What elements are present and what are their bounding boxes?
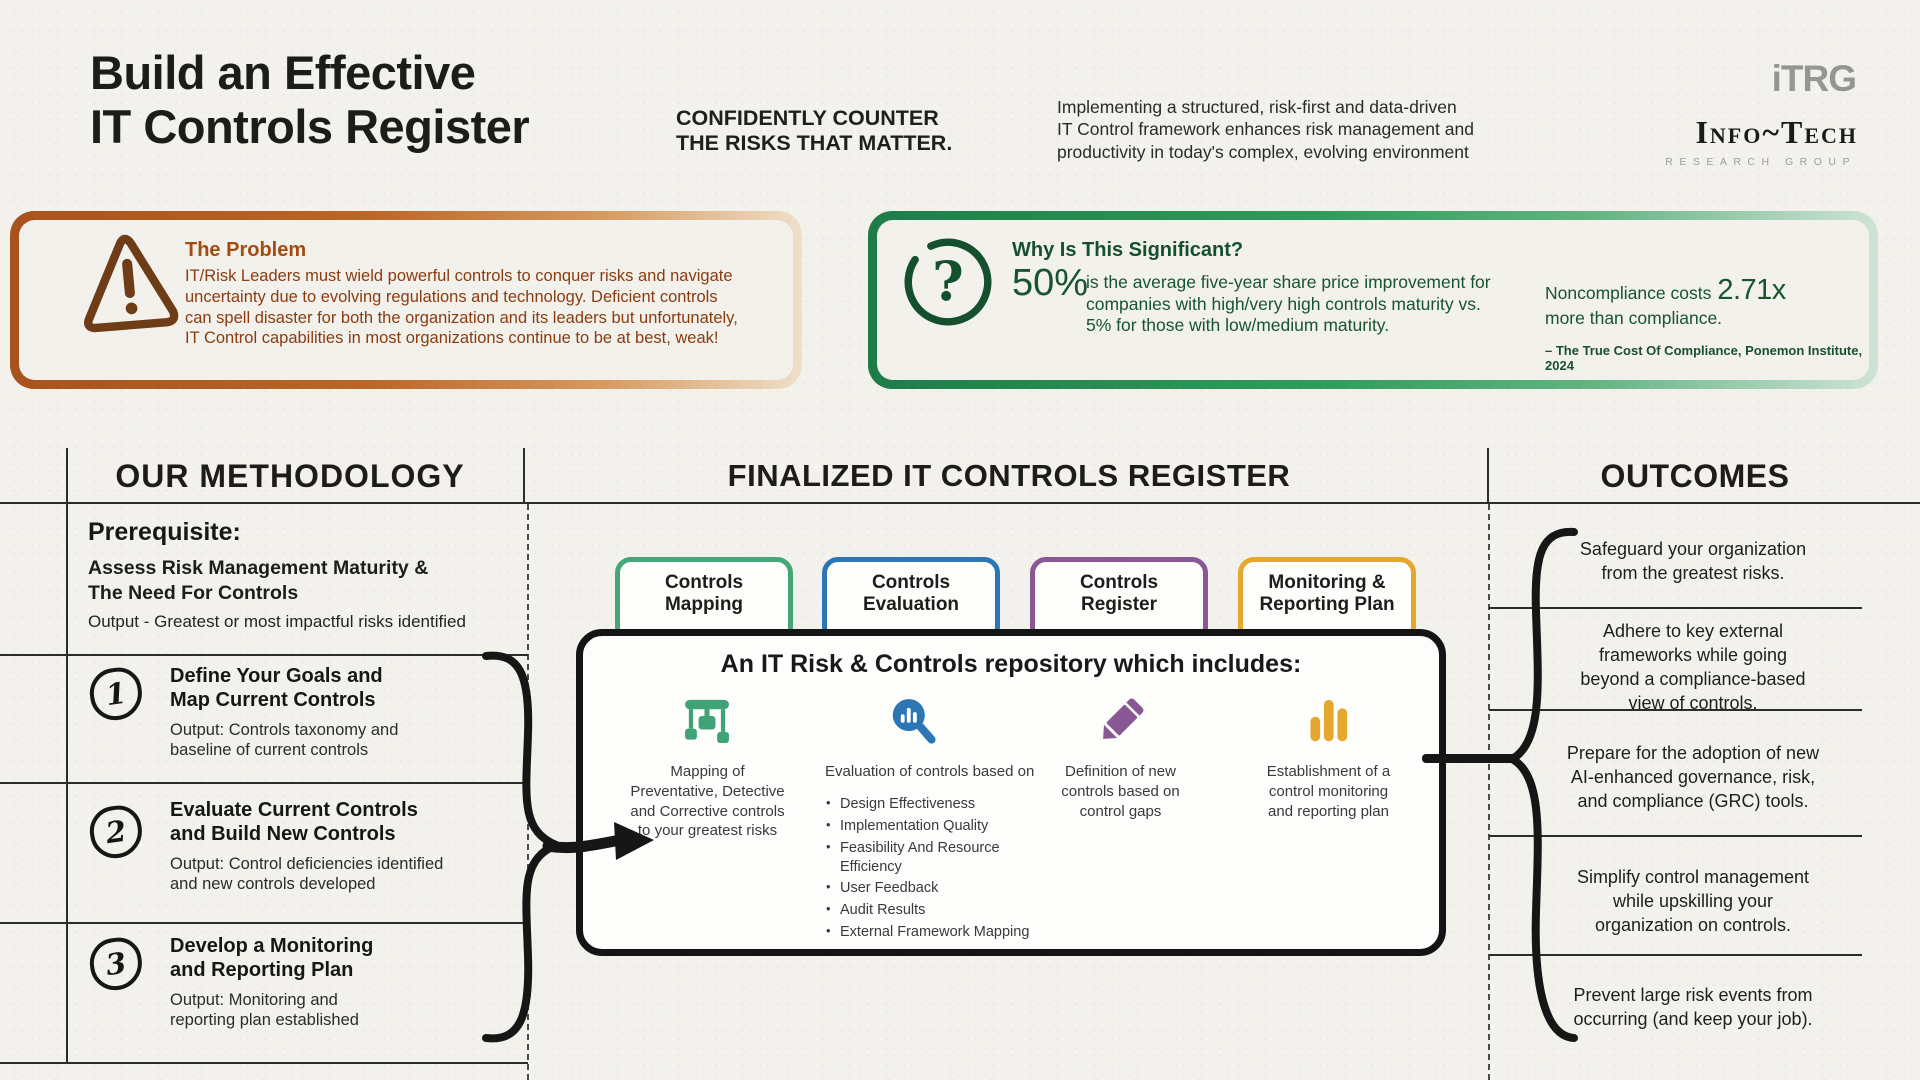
bar-chart-icon [1302, 694, 1356, 748]
step-1-title: Define Your Goals and Map Current Contro… [170, 665, 383, 712]
tab-controls-register[interactable]: Controls Register [1030, 557, 1208, 643]
source-citation: – The True Cost Of Compliance, Ponemon I… [1545, 343, 1863, 374]
outcome-item: Prepare for the adoption of new AI-enhan… [1566, 743, 1820, 811]
step-1-number: 1 [86, 664, 146, 724]
methodology-row-line [0, 782, 528, 784]
list-item: Implementation Quality [825, 817, 1055, 836]
prerequisite-title: Prerequisite: [88, 518, 241, 546]
step-2-number: 2 [86, 802, 146, 862]
significance-title: Why Is This Significant? [1012, 239, 1244, 261]
magnifier-chart-icon [886, 694, 940, 748]
repository-title: An IT Risk & Controls repository which i… [720, 650, 1302, 678]
methodology-row-line [0, 922, 528, 924]
methodology-register-divider [523, 448, 525, 504]
outcome-row-line [1489, 709, 1862, 711]
noncompliance-value: 2.71x [1717, 274, 1786, 306]
noncompliance-suffix: more than compliance. [1545, 308, 1723, 329]
page-title: Build an Effective IT Controls Register [90, 46, 530, 153]
prerequisite-output: Output - Greatest or most impactful risk… [88, 612, 466, 631]
box-to-outcomes-connector [1422, 754, 1518, 763]
step-3-title: Develop a Monitoring and Reporting Plan [170, 935, 374, 982]
repository-item-evaluation: Evaluation of controls based on [825, 763, 1035, 780]
evaluation-criteria-list: Design Effectiveness Implementation Qual… [825, 792, 1055, 942]
infotech-logo: Info~Tech [1695, 114, 1858, 150]
methodology-row-line [0, 1062, 528, 1064]
tab-monitoring-reporting-plan[interactable]: Monitoring & Reporting Plan [1238, 557, 1416, 643]
question-icon: ? [900, 232, 996, 337]
list-item: Feasibility And Resource Efficiency [825, 839, 1055, 877]
pencil-icon [1094, 694, 1148, 748]
outcome-item: Adhere to key external frameworks while … [1580, 621, 1806, 713]
outcome-row-line [1489, 607, 1862, 609]
step-3-number: 3 [86, 934, 146, 994]
methodology-heading: OUR METHODOLOGY [115, 458, 465, 494]
repository-box: An IT Risk & Controls repository which i… [576, 629, 1446, 956]
methodology-row-line [0, 654, 528, 656]
outcome-item: Prevent large risk events from occurring… [1573, 985, 1813, 1029]
left-column-line [66, 448, 68, 1064]
outcome-item: Simplify control management while upskil… [1576, 867, 1810, 935]
register-heading: FINALIZED IT CONTROLS REGISTER [727, 458, 1291, 493]
sitemap-icon [680, 694, 734, 748]
outcomes-heading: OUTCOMES [1600, 458, 1790, 494]
infotech-logo-subtitle: RESEARCH GROUP [1665, 156, 1856, 168]
register-outcomes-divider [1487, 448, 1489, 504]
repository-item-definition: Definition of new controls based on cont… [1061, 763, 1180, 820]
right-brace [1508, 527, 1578, 1042]
outcome-row-line [1489, 835, 1862, 837]
right-dashed-line [1488, 504, 1490, 1080]
stat-value: 50% [1012, 262, 1089, 304]
problem-body: IT/Risk Leaders must wield powerful cont… [185, 267, 738, 348]
list-item: External Framework Mapping [825, 923, 1055, 942]
itrg-logo: iTRG [1771, 58, 1857, 99]
repository-item-establishment: Establishment of a control monitoring an… [1266, 763, 1391, 820]
prerequisite-subtitle: Assess Risk Management Maturity & The Ne… [88, 557, 429, 604]
step-3-output: Output: Monitoring and reporting plan es… [170, 991, 359, 1030]
list-item: User Feedback [825, 879, 1055, 898]
step-2-output: Output: Control deficiencies identified … [170, 855, 444, 894]
svg-text:?: ? [932, 249, 964, 313]
problem-box-inner [19, 220, 793, 380]
problem-title: The Problem [185, 239, 307, 261]
tagline: CONFIDENTLY COUNTER THE RISKS THAT MATTE… [676, 106, 953, 156]
warning-icon [76, 226, 180, 349]
step-1-output: Output: Controls taxonomy and baseline o… [170, 721, 399, 760]
significance-box-inner [877, 220, 1869, 380]
stat-text: is the average five-year share price imp… [1086, 272, 1491, 336]
list-item: Design Effectiveness [825, 795, 1055, 814]
repository-item-mapping: Mapping of Preventative, Detective and C… [630, 763, 785, 840]
outcome-row-line [1489, 954, 1862, 956]
problem-box [10, 211, 802, 389]
header-divider-line [0, 502, 1920, 504]
arrow-right-icon [542, 822, 654, 860]
intro-paragraph: Implementing a structured, risk-first an… [1057, 97, 1474, 162]
significance-box [868, 211, 1878, 389]
noncompliance-prefix: Noncompliance costs [1545, 283, 1712, 303]
list-item: Audit Results [825, 901, 1055, 920]
step-2-title: Evaluate Current Controls and Build New … [170, 799, 418, 846]
outcome-item: Safeguard your organization from the gre… [1579, 539, 1807, 583]
